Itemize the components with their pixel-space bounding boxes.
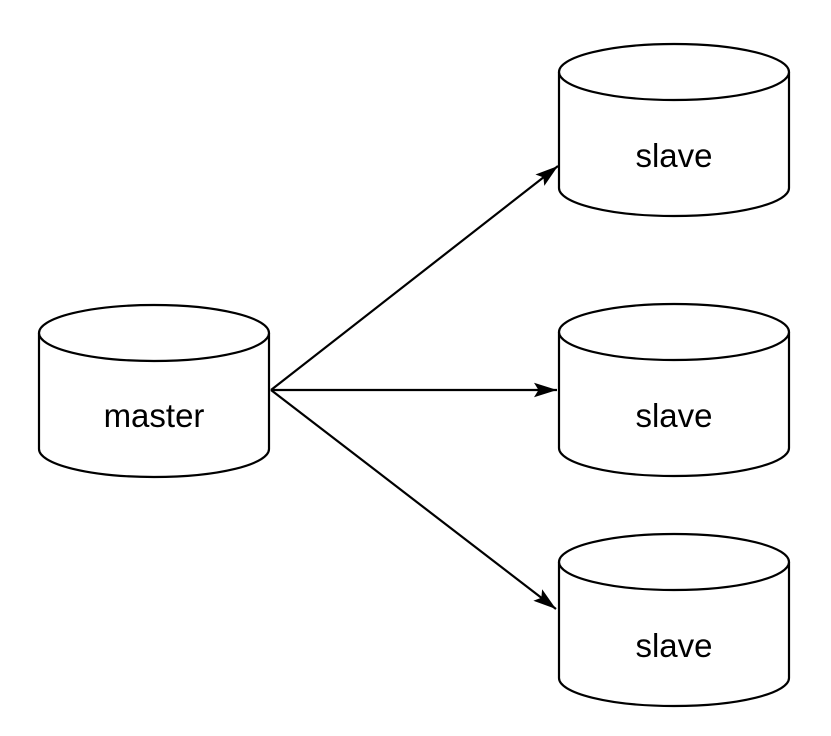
database-cylinder-icon — [557, 332, 791, 478]
database-cylinder-top-icon — [557, 42, 791, 102]
node-slave-top: slave — [557, 42, 791, 218]
edge-master-to-slave-bottom — [270, 389, 557, 610]
node-slave-middle-label: slave — [635, 397, 712, 434]
node-slave-top-label: slave — [635, 137, 712, 174]
node-master: master — [37, 303, 271, 479]
database-cylinder-icon — [557, 72, 791, 218]
database-cylinder-top-icon — [557, 532, 791, 592]
database-cylinder-icon — [557, 562, 791, 708]
edge-line — [270, 389, 557, 610]
edge-line — [270, 165, 559, 391]
database-cylinder-top-icon — [557, 302, 791, 362]
edge-master-to-slave-top — [270, 165, 559, 391]
database-cylinder-top-icon — [37, 303, 271, 363]
node-slave-middle: slave — [557, 302, 791, 478]
node-slave-bottom: slave — [557, 532, 791, 708]
database-cylinder-icon — [37, 333, 271, 479]
node-master-label: master — [104, 397, 205, 434]
node-slave-bottom-label: slave — [635, 627, 712, 664]
